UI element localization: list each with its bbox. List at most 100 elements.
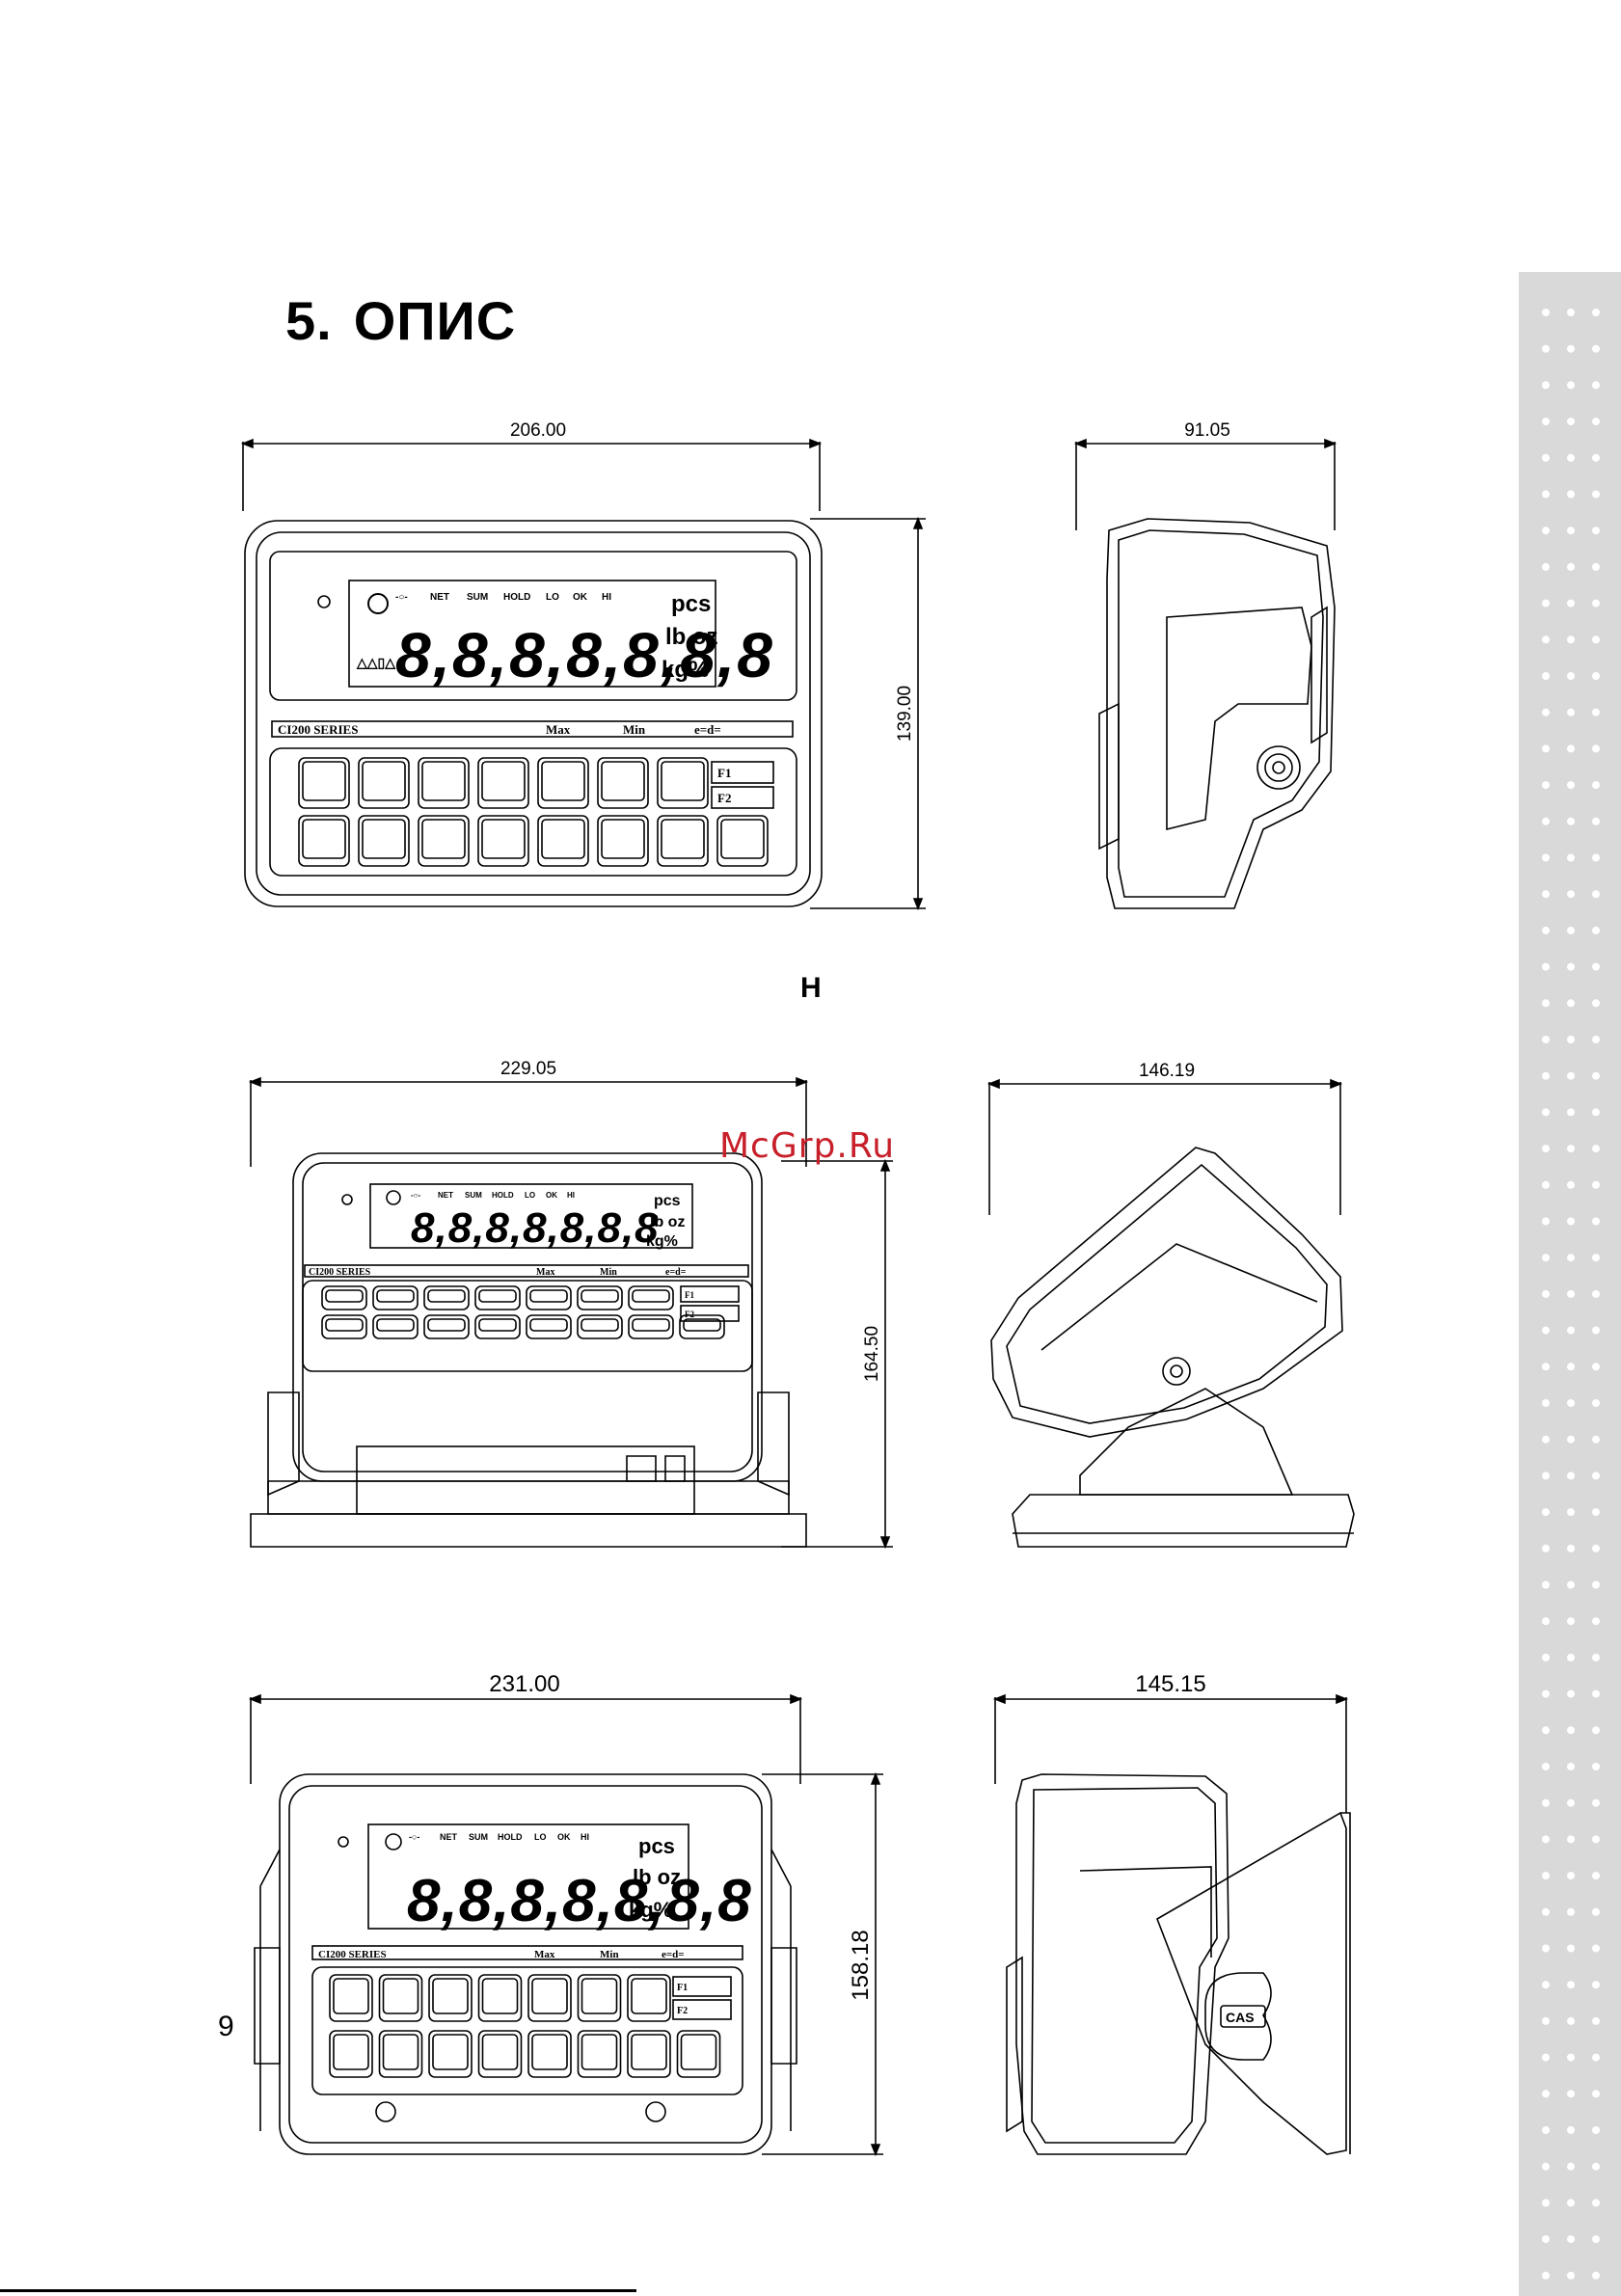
sidebar-dot: [1592, 1217, 1600, 1226]
sidebar-dot: [1567, 1907, 1575, 1916]
sidebar-dot: [1592, 1326, 1600, 1335]
keypad-key-face: [481, 1978, 519, 2014]
fig1-depth-label: 91.05: [1184, 420, 1230, 441]
lcd-digits: 8,8,8,8,8,8,8: [395, 619, 774, 690]
fig3-unit-pcs: pcs: [638, 1834, 675, 1858]
sidebar-dot: [1592, 1981, 1600, 1989]
sidebar-dot: [1542, 672, 1550, 680]
sidebar-dot: [1592, 1872, 1600, 1880]
sidebar-dot-pattern: [1542, 309, 1600, 2280]
sidebar-dot: [1567, 2199, 1575, 2207]
section-heading: 5.ОПИС: [285, 289, 516, 352]
sidebar-dot: [1542, 1036, 1550, 1043]
sidebar-dot: [1567, 1289, 1575, 1298]
keypad-key: [526, 1285, 572, 1310]
fig2-height-label: 164.50: [862, 1326, 882, 1382]
fig3-min-label: Min: [600, 1949, 619, 1960]
keypad-key: [378, 2030, 423, 2078]
sidebar-dot: [1567, 2271, 1575, 2280]
sidebar-dot: [1542, 1180, 1550, 1189]
fig2-depth-label: 146.19: [1139, 1061, 1195, 1081]
sidebar-dot: [1542, 1217, 1550, 1226]
sidebar-dot: [1592, 1544, 1600, 1553]
sidebar-dot: [1567, 1617, 1575, 1626]
sidebar-dot: [1542, 1689, 1550, 1698]
keypad-key: [627, 1974, 671, 2022]
figure-2-front-view: 229.05 164.50 -○- NET SUM HOLD LO OK HI …: [248, 1059, 893, 1550]
keypad-key-face: [376, 1318, 415, 1332]
sidebar-dot: [1592, 527, 1600, 535]
fig1-height-label: 139.00: [895, 686, 915, 742]
keypad-key: [358, 815, 410, 867]
sidebar-dot: [1567, 1071, 1575, 1080]
sidebar-dot: [1567, 1798, 1575, 1807]
sidebar-dot: [1567, 1580, 1575, 1589]
sidebar-dot: [1567, 1254, 1575, 1262]
sidebar-dot: [1592, 344, 1600, 353]
sidebar-dot: [1567, 453, 1575, 462]
sidebar-dot: [1567, 381, 1575, 390]
keypad-key-face: [302, 761, 346, 801]
sidebar-dot: [1592, 1508, 1600, 1517]
fig3-width-label: 231.00: [489, 1671, 559, 1697]
keypad-key: [597, 815, 649, 867]
sidebar-dot: [1592, 1145, 1600, 1153]
sidebar-dot: [1567, 1944, 1575, 1953]
keypad-key-face: [362, 819, 406, 859]
keypad-key-face: [581, 1289, 619, 1303]
sidebar-dot: [1542, 562, 1550, 571]
sidebar-dot: [1542, 1289, 1550, 1298]
sidebar-dot: [1567, 1108, 1575, 1117]
sidebar-dot: [1592, 381, 1600, 390]
f2-label: F2: [717, 791, 731, 805]
keypad-key: [527, 2030, 572, 2078]
fig3-max-label: Max: [534, 1949, 555, 1960]
sidebar-dot: [1567, 853, 1575, 862]
section-number: 5.: [285, 290, 333, 351]
sidebar-dot: [1592, 1472, 1600, 1480]
sidebar-dot: [1542, 527, 1550, 535]
sidebar-dot: [1542, 781, 1550, 790]
keypad-key-face: [376, 1289, 415, 1303]
keypad-key: [428, 1974, 473, 2022]
sidebar-dot: [1567, 1180, 1575, 1189]
fig2-width-label: 229.05: [500, 1059, 556, 1079]
fig3-series-label: CI200 SERIES: [318, 1949, 387, 1960]
keypad-key-face: [601, 761, 645, 801]
sidebar-dot: [1542, 1944, 1550, 1953]
lcd-triangles: △△▯△: [356, 655, 396, 670]
sidebar-dot: [1567, 1544, 1575, 1553]
sidebar-dot: [1567, 962, 1575, 971]
sidebar-dot: [1542, 962, 1550, 971]
fig3-f2-label: F2: [677, 2006, 688, 2016]
sidebar-dot: [1542, 2126, 1550, 2134]
fig2-unit-pcs: pcs: [654, 1193, 681, 1209]
sidebar-dot: [1542, 1907, 1550, 1916]
sidebar-dot: [1592, 962, 1600, 971]
keypad-key: [477, 757, 529, 809]
keypad-key-face: [581, 1318, 619, 1332]
sidebar-dot: [1592, 2090, 1600, 2098]
sidebar-dot: [1592, 1763, 1600, 1770]
sidebar-dot: [1542, 2016, 1550, 2025]
sidebar-dot: [1567, 1835, 1575, 1844]
sidebar-dot: [1542, 1580, 1550, 1589]
keypad-key-face: [683, 1318, 721, 1332]
sidebar-dot: [1567, 1472, 1575, 1480]
sidebar-dot: [1542, 1399, 1550, 1407]
keypad-key: [679, 1314, 725, 1339]
lcd-unit-kg: kg%: [662, 657, 709, 683]
sidebar-dot: [1567, 1435, 1575, 1444]
fig3-depth-label: 145.15: [1135, 1671, 1205, 1697]
sidebar-dot: [1542, 2053, 1550, 2062]
keypad-key: [372, 1285, 419, 1310]
keypad-key: [657, 757, 709, 809]
sidebar-dot: [1567, 2053, 1575, 2062]
keypad-key-face: [432, 2034, 469, 2070]
keypad-key-face: [601, 819, 645, 859]
sidebar-dot: [1592, 309, 1600, 316]
sidebar-dot: [1567, 926, 1575, 934]
keypad-key: [577, 2030, 622, 2078]
sidebar-dot: [1592, 1254, 1600, 1262]
sidebar-dot: [1567, 1981, 1575, 1989]
